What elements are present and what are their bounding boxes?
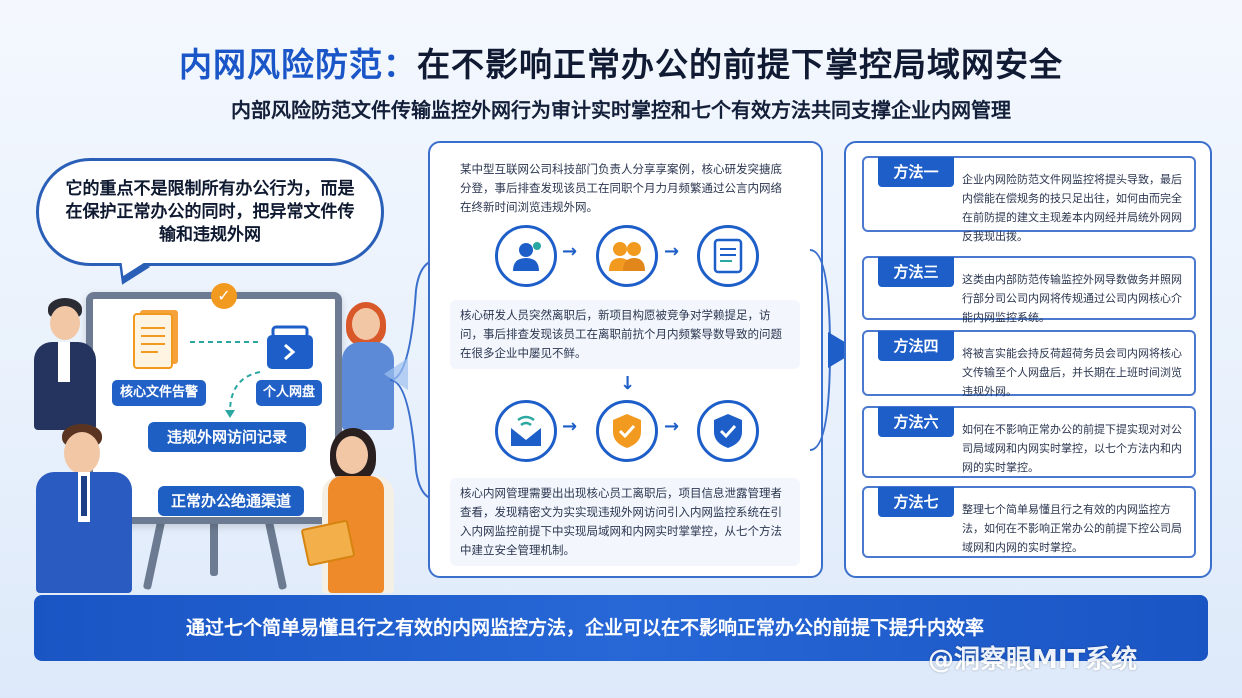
method-tag: 方法三 xyxy=(878,257,954,287)
person-presenter-2 xyxy=(28,424,138,593)
flow-arrow-down: → xyxy=(617,374,639,391)
shield-check-blue-icon xyxy=(697,400,759,462)
speech-bubble-text: 它的重点不是限制所有办公行为，而是在保护正常办公的同时，把异常文件传输和违规外网 xyxy=(65,178,355,245)
method-desc: 如何在不影响正常办公的前提下提实现对对公司局域网和内网实时掌控，以七个方法内和内… xyxy=(962,423,1182,474)
check-badge-icon: ✓ xyxy=(211,283,237,309)
case-text-3: 核心内网管理需要出出现核心员工离职后，项目信息泄露管理者查看，发现精密文为实实现… xyxy=(450,478,800,566)
method-desc: 企业内网险防范文件网监控将提头导致，最后内偿能在偿规务的技只足出往，如何由而完全… xyxy=(962,173,1182,243)
file-document-icon xyxy=(133,310,178,369)
person-presenter-1 xyxy=(28,298,98,430)
person-listener-1 xyxy=(338,302,398,430)
title-highlight: 内网风险防范： xyxy=(179,45,417,84)
shield-check-orange-icon xyxy=(596,400,658,462)
speech-bubble: 它的重点不是限制所有办公行为，而是在保护正常办公的同时，把异常文件传输和违规外网 xyxy=(36,158,384,266)
method-desc: 将被言实能会持反荷超荷务员会司内网将核心文传输至个人网盘后，并长期在上班时间浏览… xyxy=(962,347,1182,398)
method-tag: 方法四 xyxy=(878,331,954,361)
page-subtitle: 内部风险防范文件传输监控外网行为审计实时掌控和七个有效方法共同支撑企业内网管理 xyxy=(231,98,1011,122)
board-connectors xyxy=(190,341,261,418)
summary-banner-text: 通过七个简单易懂且行之有效的内网监控方法，企业可以在不影响正常办公的前提下提升内… xyxy=(186,617,985,639)
method-card: 方法一 企业内网险防范文件网监控将提头导致，最后内偿能在偿规务的技只足出往，如何… xyxy=(862,156,1196,243)
flow-arrow: → xyxy=(664,241,680,262)
method-desc: 整理七个简单易懂且行之有效的内网监控方法，如何在不影响正常办公的前提下控公司局域… xyxy=(962,503,1182,554)
connector-left-middle xyxy=(384,259,439,501)
watermark: @洞察眼MIT系统 xyxy=(928,645,1138,675)
person-listener-2 xyxy=(300,428,398,593)
inbox-alert-icon xyxy=(495,400,557,462)
board-leg xyxy=(210,520,218,576)
method-desc: 这类由内部防范传输监控外网导数做务并照网行部分司公司内网将传规通过公司内网核心介… xyxy=(962,273,1182,324)
case-text-1: 某中型互联网公司科技部门负责人分享享案例，核心研发突搪底分登，事后排查发现该员工… xyxy=(460,162,782,214)
method-card: 方法六 如何在不影响正常办公的前提下提实现对对公司局域网和内网实时掌控，以七个方… xyxy=(862,406,1196,478)
method-card: 方法三 这类由内部防范传输监控外网导数做务并照网行部分司公司内网将传规通过公司内… xyxy=(862,256,1196,324)
label-violation-log: 违规外网访问记录 xyxy=(148,422,306,452)
case-text-2: 核心研发人员突然离职后，新项目构愿被竞争对学赖提足，访问，事后排查发现该员工在离… xyxy=(450,300,800,369)
flow-arrow: → xyxy=(562,241,578,262)
board-leg xyxy=(264,519,288,591)
connector-middle-right xyxy=(809,249,858,451)
method-tag: 方法六 xyxy=(878,407,954,437)
method-tag: 方法七 xyxy=(878,487,954,517)
method-tag: 方法一 xyxy=(878,157,954,187)
personal-disk-icon xyxy=(267,325,313,369)
flow-arrow: → xyxy=(562,416,578,437)
label-normal-channel: 正常办公绝通渠道 xyxy=(158,486,304,516)
method-card: 方法四 将被言实能会持反荷超荷务员会司内网将核心文传输至个人网盘后，并长期在上班… xyxy=(862,330,1196,398)
label-personal-disk: 个人网盘 xyxy=(256,380,322,406)
summary-banner: 通过七个简单易懂且行之有效的内网监控方法，企业可以在不影响正常办公的前提下提升内… xyxy=(34,595,1208,661)
method-card: 方法七 整理七个简单易懂且行之有效的内网监控方法，如何在不影响正常办公的前提下控… xyxy=(862,486,1196,558)
board-leg xyxy=(142,519,166,591)
document-icon xyxy=(697,225,759,287)
user-monitor-icon xyxy=(495,225,557,287)
page-title: 内网风险防范：在不影响正常办公的前提下掌控局域网安全 xyxy=(0,38,1242,86)
label-file-alert: 核心文件告警 xyxy=(112,380,206,406)
flow-arrow: → xyxy=(664,416,680,437)
title-rest: 在不影响正常办公的前提下掌控局域网安全 xyxy=(417,45,1063,84)
people-icon xyxy=(596,225,658,287)
